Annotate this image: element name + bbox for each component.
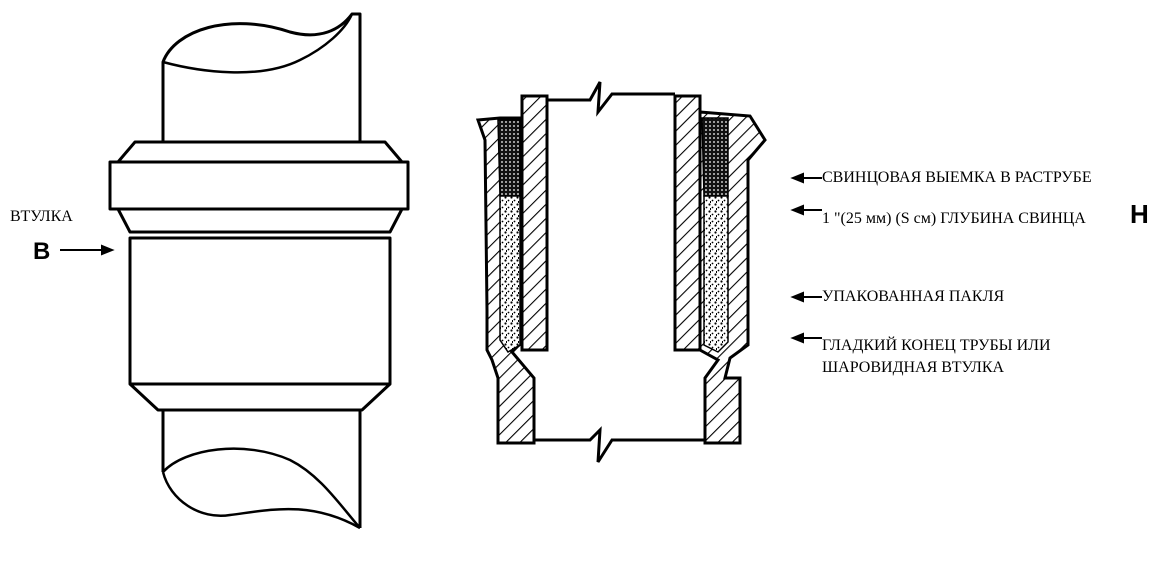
left-lead-fill [497, 119, 521, 197]
dimension-letter-h: H [1130, 199, 1149, 229]
upper-pipe-cut-curve [162, 13, 354, 74]
bell-body [128, 236, 392, 386]
label-packed-oakum: УПАКОВАННАЯ ПАКЛЯ [822, 288, 1005, 305]
bell-bottom-flare [128, 382, 392, 412]
right-spigot-wall [673, 94, 702, 352]
bell-top-chamfer [116, 140, 404, 163]
lower-pipe [161, 410, 362, 528]
top-break-line [547, 81, 675, 117]
callout-arrows [790, 172, 822, 344]
label-lead-depth: 1 "(25 мм) (S см) ГЛУБИНА СВИНЦА [822, 210, 1086, 227]
label-spigot-end-line2: ШАРОВИДНАЯ ВТУЛКА [822, 359, 1005, 376]
right-oakum-fill [703, 195, 729, 353]
left-oakum-fill [499, 195, 521, 354]
lower-pipe-cut-curve [162, 447, 361, 529]
bottom-break-line [534, 426, 705, 463]
upper-pipe [161, 12, 362, 142]
sleeve-label: ВТУЛКА [10, 208, 73, 225]
marker-letter-b: B [33, 238, 51, 265]
joint-exterior-view [108, 12, 410, 530]
bell-lower-chamfer [116, 208, 404, 234]
joint-section-view [475, 81, 767, 463]
right-lead-fill [701, 117, 729, 197]
label-lead-groove: СВИНЦОВАЯ ВЫЕМКА В РАСТРУБЕ [822, 169, 1092, 186]
label-spigot-end-line1: ГЛАДКИЙ КОНЕЦ ТРУБЫ ИЛИ [822, 337, 1051, 354]
sleeve-pointer-arrow [60, 244, 115, 256]
bell-band [108, 160, 410, 211]
left-spigot-wall [520, 94, 549, 352]
